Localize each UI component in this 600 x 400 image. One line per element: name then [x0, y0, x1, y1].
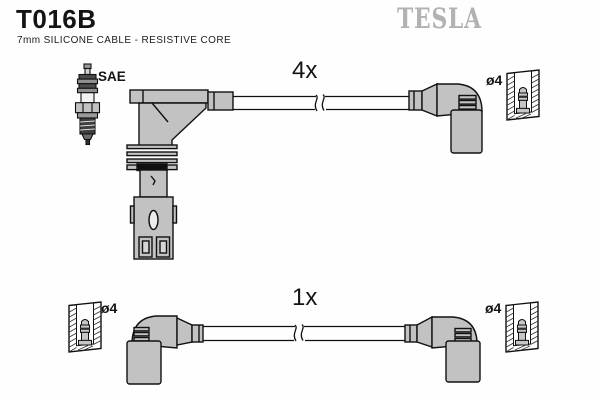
terminal-socket-icon	[505, 301, 539, 353]
spark-plug-icon	[74, 63, 101, 146]
part-number: T016B	[16, 4, 97, 34]
top-quantity-label: 4x	[292, 57, 317, 84]
distributor-end-connector	[126, 89, 234, 260]
cable-break-icon	[321, 94, 325, 111]
terminal-socket-icon	[506, 69, 540, 121]
cable-break-icon	[300, 324, 304, 341]
cable-top	[233, 94, 410, 112]
cable-bottom	[203, 324, 405, 342]
top-terminal-diameter-label: ø4	[486, 72, 503, 88]
bottom-quantity-label: 1x	[292, 284, 317, 311]
bottom-left-terminal-diameter-label: ø4	[101, 300, 118, 316]
bottom-right-terminal-diameter-label: ø4	[485, 300, 502, 316]
plug-end-connector-bottom-right	[404, 315, 481, 383]
tesla-logo: TESLA	[397, 2, 482, 35]
sae-label: SAE	[98, 69, 126, 84]
terminal-socket-icon	[68, 301, 102, 353]
cable-break-icon	[293, 324, 297, 342]
plug-end-connector-bottom-left	[126, 315, 204, 385]
cable-spec-subtitle: 7mm SILICONE CABLE - RESISTIVE CORE	[17, 35, 232, 46]
cable-break-icon	[314, 94, 318, 112]
plug-end-connector-top	[408, 82, 483, 154]
